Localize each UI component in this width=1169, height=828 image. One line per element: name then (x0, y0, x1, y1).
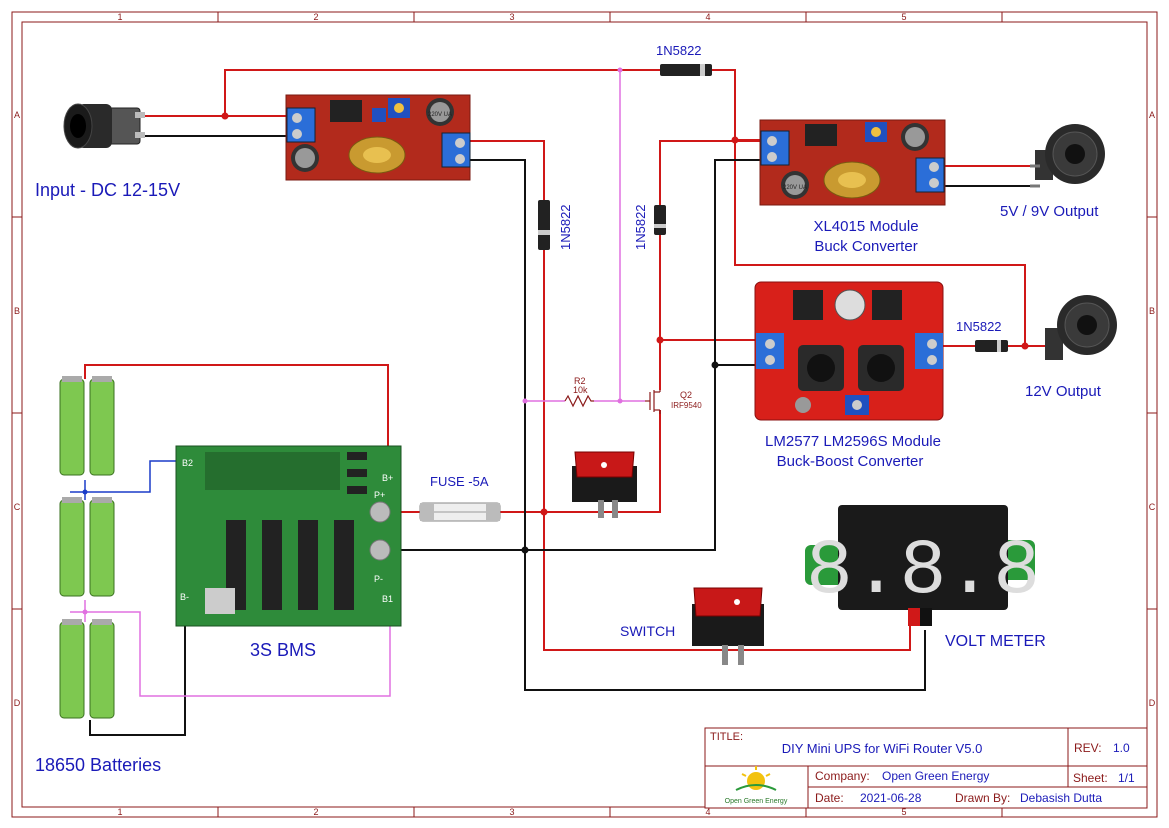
bms-pin-label: B1 (382, 594, 393, 604)
wires-black (89, 135, 1030, 736)
drawn-by-value: Debasish Dutta (1020, 791, 1102, 805)
sheet-title: DIY Mini UPS for WiFi Router V5.0 (782, 741, 983, 756)
date-label: Date: (815, 791, 844, 805)
cap-label: 220V UA (783, 185, 807, 191)
lm-subtitle: Buck-Boost Converter (777, 453, 924, 470)
output-5v9v-label: 5V / 9V Output (1000, 203, 1099, 220)
drawn-by-label: Drawn By: (955, 791, 1010, 805)
xl4015-subtitle: Buck Converter (814, 238, 917, 255)
col-label: 3 (509, 12, 514, 22)
diode-v2 (654, 205, 666, 235)
row-label: D (14, 698, 21, 708)
sheet-value: 1/1 (1118, 771, 1135, 785)
date-value: 2021-06-28 (860, 791, 922, 805)
title-label: TITLE: (710, 731, 743, 743)
company-label: Company: (815, 769, 870, 783)
diode-top (660, 64, 712, 76)
voltmeter-label: VOLT METER (945, 633, 1046, 650)
row-label: C (14, 502, 21, 512)
bms-pin-label: B2 (182, 458, 193, 468)
col-label: 1 (117, 807, 122, 817)
col-label: 3 (509, 807, 514, 817)
company-value: Open Green Energy (882, 769, 989, 783)
col-label: 5 (901, 807, 906, 817)
col-label: 4 (705, 12, 710, 22)
bms-pin-label: P+ (374, 490, 385, 500)
battery-pack (59, 376, 115, 719)
sheet-label: Sheet: (1073, 771, 1108, 785)
diode-v1-label: 1N5822 (558, 204, 573, 250)
row-label: A (1149, 110, 1155, 120)
bms-pin-label: B- (180, 592, 189, 602)
volt-meter-display: 8.8.8 (806, 528, 1040, 616)
rev-label: REV: (1074, 741, 1102, 755)
col-label: 2 (313, 12, 318, 22)
bms-pin-label: B+ (382, 473, 393, 483)
resistor-r2 (564, 394, 594, 408)
company-logo: Open Green Energy (725, 766, 788, 805)
bms-board: B2 B+ P+ P- B- B1 (175, 445, 402, 627)
input-label: Input - DC 12-15V (35, 180, 180, 200)
row-label: B (14, 306, 20, 316)
r2-value: 10k (573, 385, 588, 395)
row-label: C (1149, 502, 1156, 512)
xl4015-module-input: 220V UA (285, 94, 471, 181)
row-label: B (1149, 306, 1155, 316)
fuse (419, 502, 501, 522)
schematic-labels: Input - DC 12-15V 1N5822 1N5822 1N5822 1… (35, 43, 1102, 775)
diode-v2-label: 1N5822 (633, 204, 648, 250)
xl4015-module-output: 220V UA (759, 119, 946, 206)
diode-12v (975, 340, 1008, 352)
junctions (82, 67, 1029, 615)
col-label: 1 (117, 12, 122, 22)
col-label: 4 (705, 807, 710, 817)
grid-labels: 1 2 3 4 5 1 2 3 4 5 A B C D A B C D (14, 12, 1156, 817)
r2-ref: R2 (574, 376, 586, 386)
diode-v1 (538, 200, 550, 250)
rocker-switch-voltmeter[interactable] (692, 587, 764, 665)
rev-value: 1.0 (1113, 741, 1130, 755)
cap-label: 220V UA (428, 112, 452, 118)
q2-ref: Q2 (680, 390, 692, 400)
row-label: D (1149, 698, 1156, 708)
lm2577-module (754, 281, 944, 421)
output-12v-label: 12V Output (1025, 383, 1102, 400)
sheet-frame (11, 11, 1158, 818)
dc-input-jack (63, 103, 145, 149)
dc-jack-12v (1045, 295, 1117, 360)
col-label: 5 (901, 12, 906, 22)
title-block: TITLE: DIY Mini UPS for WiFi Router V5.0… (704, 727, 1148, 809)
col-label: 2 (313, 807, 318, 817)
batteries-label: 18650 Batteries (35, 755, 161, 775)
switch-label: SWITCH (620, 623, 675, 639)
logo-text: Open Green Energy (725, 798, 788, 805)
volt-meter: 8.8.8 (805, 505, 1040, 626)
q2-part: IRF9540 (671, 401, 702, 410)
dc-jack-5v9v (1030, 124, 1105, 188)
diode-top-label: 1N5822 (656, 43, 702, 58)
xl4015-title: XL4015 Module (813, 218, 918, 235)
diode-12v-label: 1N5822 (956, 319, 1002, 334)
row-label: A (14, 110, 20, 120)
mosfet-q2 (645, 390, 661, 414)
fuse-label: FUSE -5A (430, 474, 489, 489)
lm-title: LM2577 LM2596S Module (765, 433, 941, 450)
bms-label: 3S BMS (250, 640, 316, 660)
bms-pin-label: P- (374, 574, 383, 584)
rocker-switch-main[interactable] (572, 451, 637, 518)
